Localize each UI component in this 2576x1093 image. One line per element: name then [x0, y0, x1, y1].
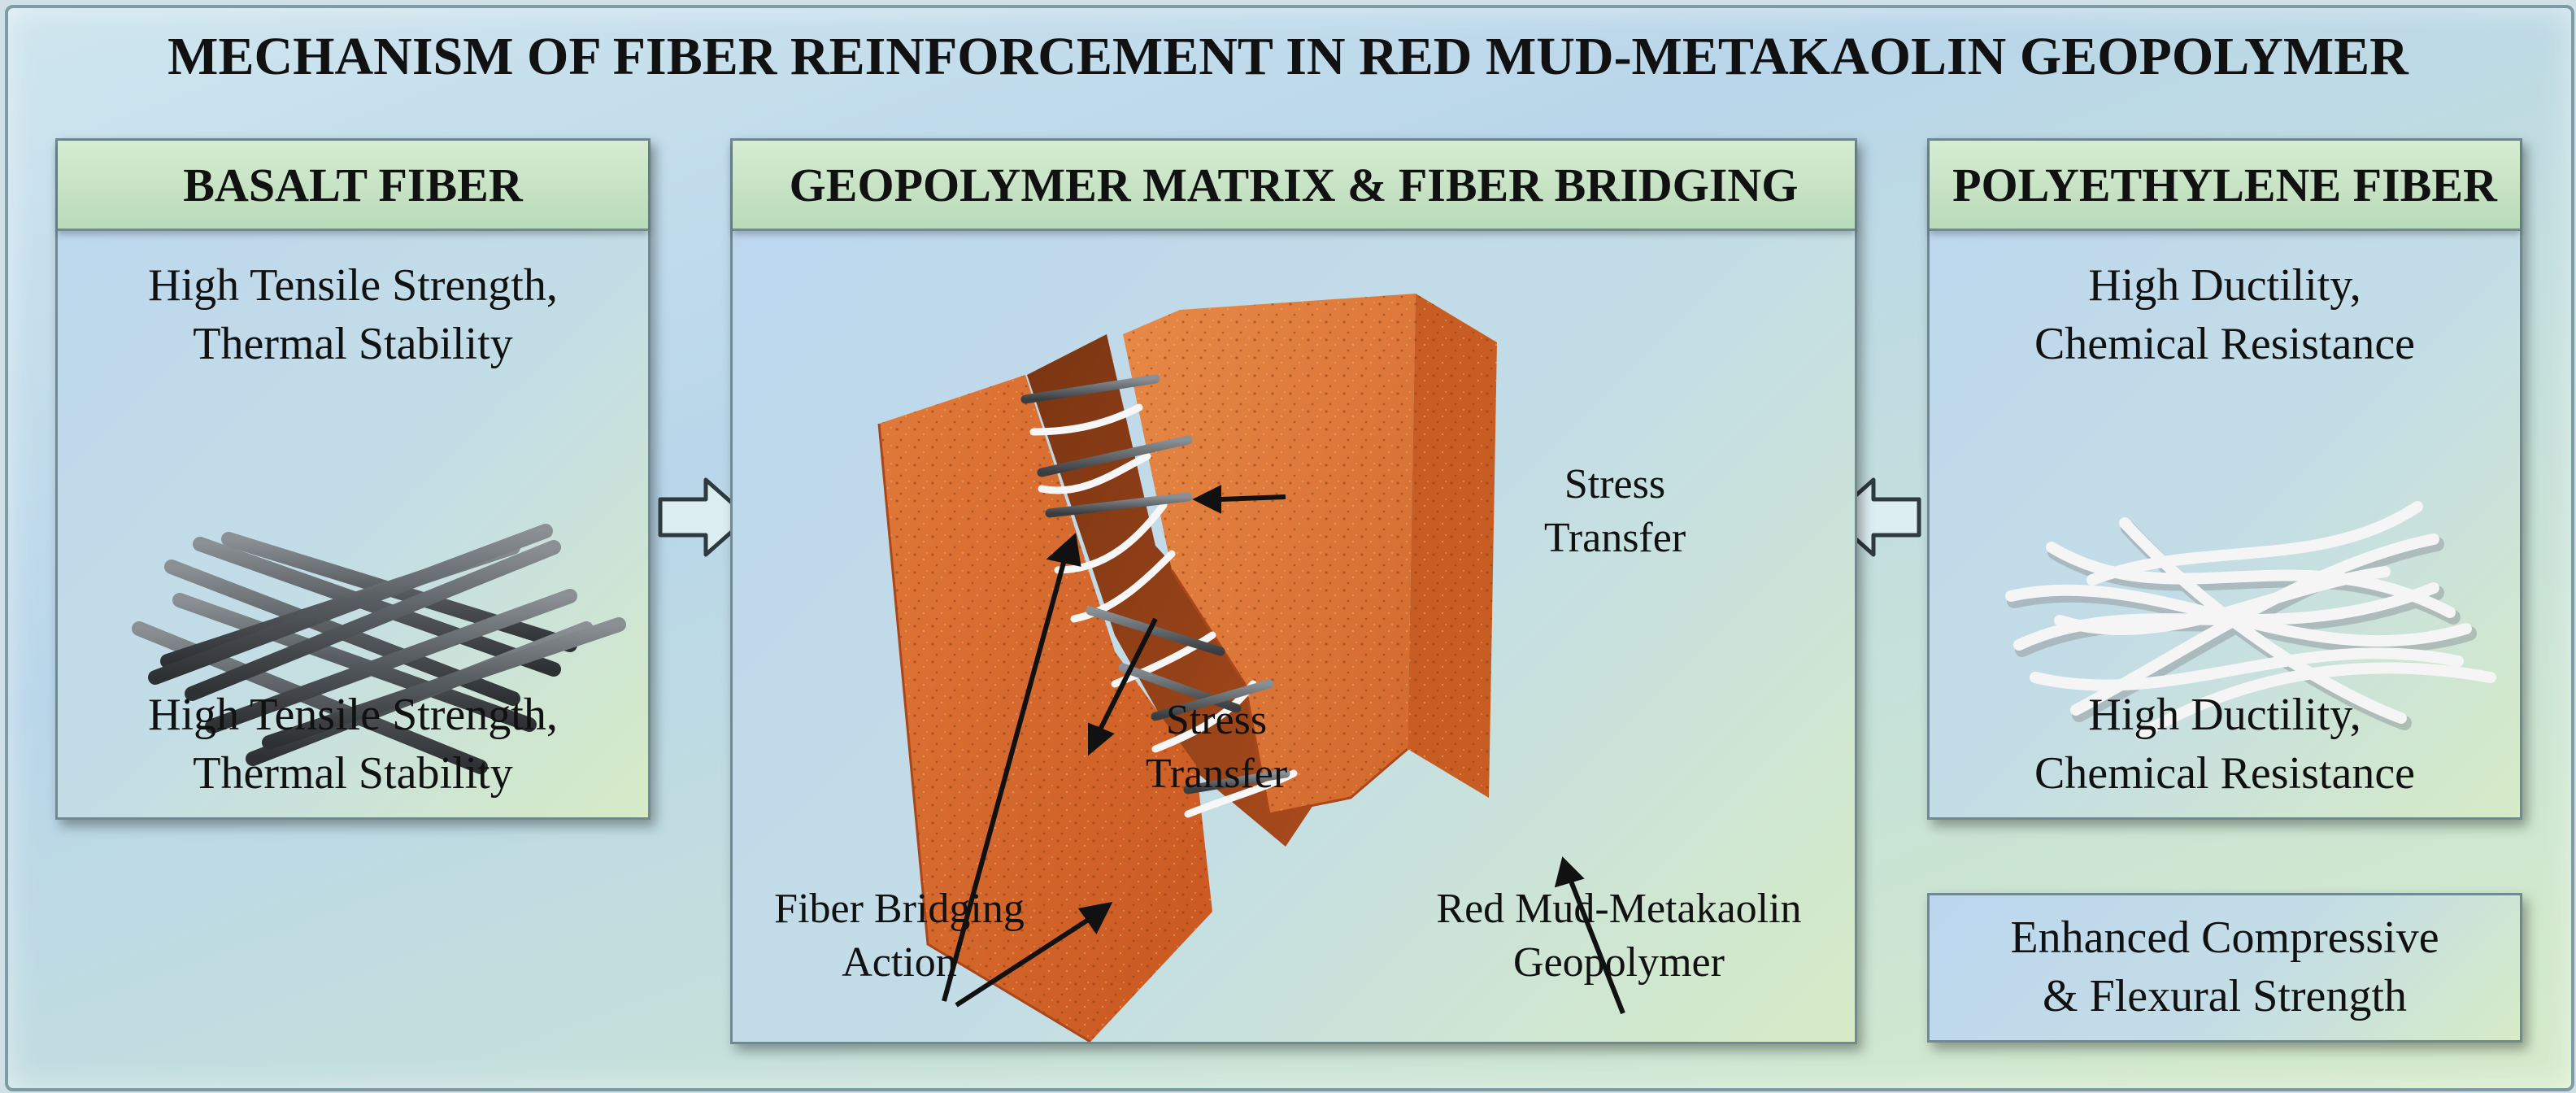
- polyethylene-fiber-panel: POLYETHYLENE FIBER High Ductility, Chemi…: [1927, 138, 2522, 820]
- panel-background: [1930, 895, 2520, 1040]
- fractured-block-illustration: [877, 294, 1625, 1042]
- basalt-top-line2: Thermal Stability: [193, 319, 513, 369]
- diagram-title: MECHANISM OF FIBER REINFORCEMENT IN RED …: [168, 27, 2408, 86]
- matrix-line1: Red Mud-Metakaolin: [1436, 886, 1802, 932]
- pe-bottom-line1: High Ductility,: [2088, 690, 2361, 740]
- left-block: [877, 375, 1212, 1042]
- matrix-line2: Geopolymer: [1513, 939, 1725, 986]
- basalt-bottom-line1: High Tensile Strength,: [148, 690, 558, 740]
- basalt-top-line1: High Tensile Strength,: [148, 260, 558, 311]
- result-line2: & Flexural Strength: [2043, 971, 2407, 1021]
- bridging-line2: Action: [842, 939, 957, 986]
- basalt-top-description: High Tensile Strength, Thermal Stability: [58, 256, 648, 373]
- pe-top-line1: High Ductility,: [2088, 260, 2361, 311]
- result-text: Enhanced Compressive & Flexural Strength: [1930, 908, 2520, 1026]
- pe-top-line2: Chemical Resistance: [2034, 319, 2416, 369]
- polyethylene-fiber-header: POLYETHYLENE FIBER: [1930, 141, 2520, 231]
- left-to-center-arrow: [658, 477, 751, 557]
- pe-bottom-line2: Chemical Resistance: [2034, 748, 2416, 799]
- stress-upper-line2: Transfer: [1543, 515, 1686, 561]
- pe-bottom-description: High Ductility, Chemical Resistance: [1930, 686, 2520, 803]
- label-stress-transfer-upper: Stress Transfer: [1493, 458, 1737, 565]
- panel-background: [1930, 141, 2520, 817]
- polyethylene-fiber-illustration: [2005, 501, 2496, 740]
- label-stress-transfer-lower: Stress Transfer: [1115, 694, 1318, 801]
- label-red-mud-matrix: Red Mud-Metakaolin Geopolymer: [1399, 882, 1838, 990]
- basalt-fiber-header: BASALT FIBER: [58, 141, 648, 231]
- bridging-line1: Fiber Bridging: [774, 886, 1025, 932]
- stress-lower-line2: Transfer: [1145, 751, 1288, 797]
- right-block: [1123, 294, 1497, 816]
- stress-upper-line1: Stress: [1564, 461, 1666, 507]
- pe-top-description: High Ductility, Chemical Resistance: [1930, 256, 2520, 373]
- basalt-fiber-panel: BASALT FIBER High Tensile Strength, Ther…: [55, 138, 651, 820]
- stress-lower-line1: Stress: [1165, 697, 1268, 743]
- result-box: Enhanced Compressive & Flexural Strength: [1927, 893, 2522, 1043]
- leader-arrows: [942, 485, 1625, 1015]
- panel-background: [58, 141, 648, 817]
- basalt-bottom-description: High Tensile Strength, Thermal Stability: [58, 686, 648, 803]
- result-line1: Enhanced Compressive: [2010, 912, 2439, 963]
- geopolymer-matrix-header: GEOPOLYMER MATRIX & FIBER BRIDGING: [733, 141, 1855, 231]
- basalt-rods: [132, 524, 626, 774]
- label-fiber-bridging: Fiber Bridging Action: [749, 882, 1050, 990]
- basalt-fiber-illustration: [132, 524, 626, 774]
- basalt-bottom-line2: Thermal Stability: [193, 748, 513, 799]
- geopolymer-matrix-panel: GEOPOLYMER MATRIX & FIBER BRIDGING: [730, 138, 1857, 1044]
